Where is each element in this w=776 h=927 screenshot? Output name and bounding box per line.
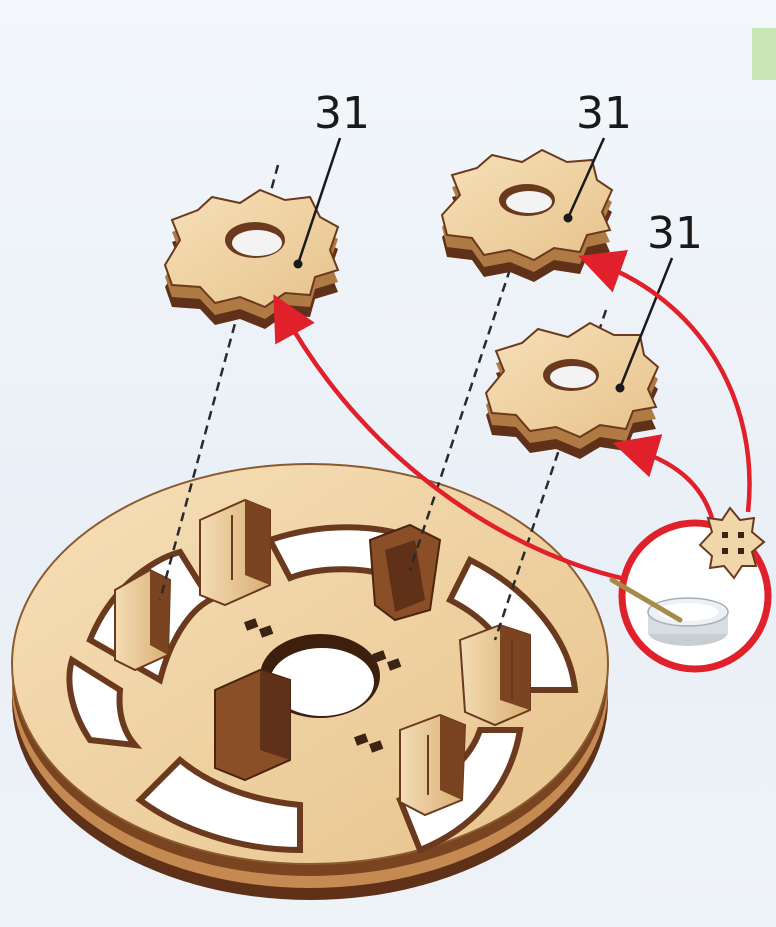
peg [215,670,290,780]
peg [115,570,170,670]
gear-top-right [442,150,612,282]
peg [400,715,465,815]
base-disc [12,464,608,900]
callout-dot [294,260,303,269]
callout-label-gear-mid-right: 31 [647,208,703,259]
peg [370,525,440,620]
glue-pot-icon [612,508,768,669]
corner-tab [752,28,776,80]
callout-label-gear-top-right: 31 [576,88,632,139]
callout-dot [616,384,625,393]
arrow-to-gear-mid-right [630,448,712,518]
gear-left [165,190,338,329]
callout-dot [564,214,573,223]
peg [200,500,270,605]
gear-mid-right [486,323,658,459]
callout-label-gear-left: 31 [314,88,370,139]
